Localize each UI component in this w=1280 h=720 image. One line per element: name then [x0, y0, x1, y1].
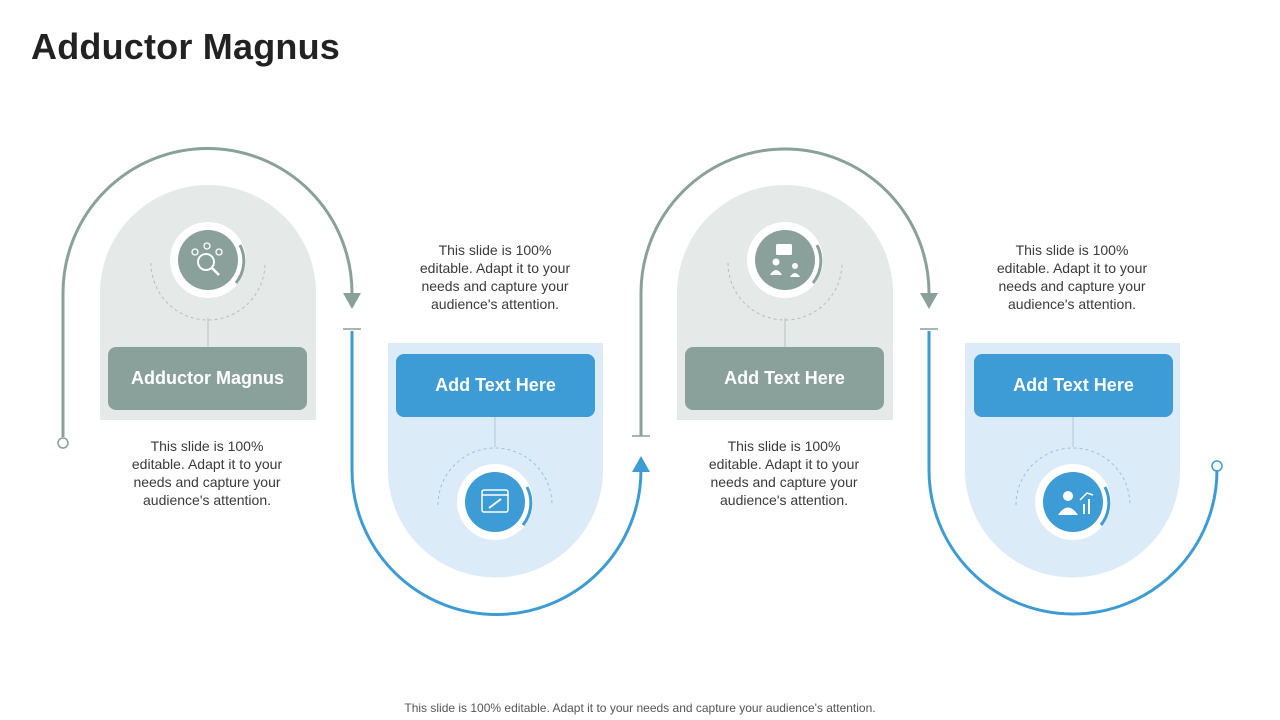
- connector-start-dot: [57, 437, 69, 449]
- search-analytics-icon: [170, 222, 246, 298]
- step-4-label: Add Text Here: [1013, 375, 1134, 395]
- footer-note: This slide is 100% editable. Adapt it to…: [404, 701, 876, 715]
- businessman-growth-icon: [1035, 464, 1111, 540]
- connector-1-arrow: [343, 293, 361, 309]
- step-2-description: This slide is 100% editable. Adapt it to…: [419, 242, 571, 312]
- connector-3-arrow: [920, 293, 938, 309]
- step-3-label: Add Text Here: [724, 368, 845, 388]
- page-title: Adductor Magnus: [31, 26, 340, 67]
- step-2-label-box: Add Text Here: [396, 354, 595, 417]
- window-link-icon: [457, 464, 533, 540]
- step-3-description: This slide is 100% editable. Adapt it to…: [708, 438, 860, 508]
- step-3-label-box: Add Text Here: [685, 347, 884, 410]
- step-1-label: Adductor Magnus: [131, 368, 284, 388]
- step-1-label-box: Adductor Magnus: [108, 347, 307, 410]
- connector-end-dot: [1211, 460, 1223, 472]
- connector-4: [927, 331, 1219, 616]
- meeting-chat-icon: [747, 222, 823, 298]
- connector-3: [639, 147, 931, 436]
- step-4-label-box: Add Text Here: [974, 354, 1173, 417]
- step-1-description: This slide is 100% editable. Adapt it to…: [131, 438, 283, 508]
- connector-1: [61, 147, 354, 437]
- connector-2-arrow: [632, 456, 650, 472]
- step-2-label: Add Text Here: [435, 375, 556, 395]
- connector-2: [350, 331, 643, 616]
- step-4-description: This slide is 100% editable. Adapt it to…: [996, 242, 1148, 312]
